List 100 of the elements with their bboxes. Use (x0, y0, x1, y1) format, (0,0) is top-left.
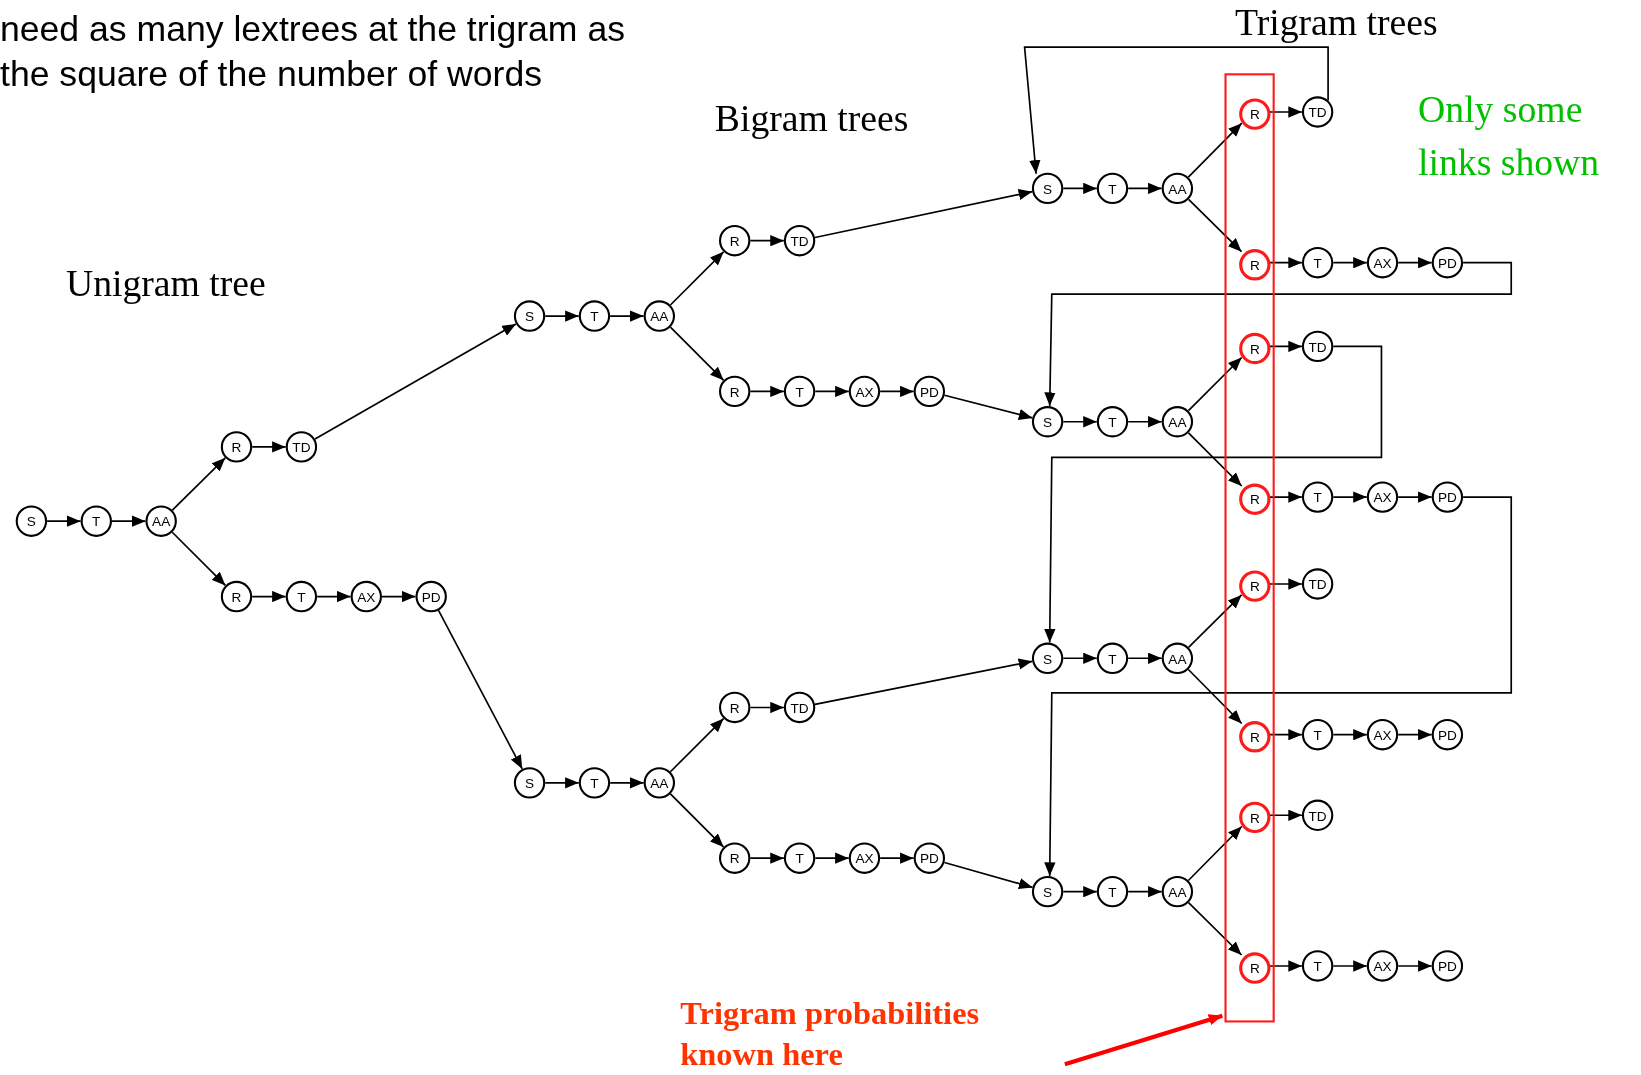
state-circle: S (513, 767, 546, 799)
arrow (609, 310, 645, 322)
arrow (1397, 960, 1433, 972)
highlight-box (1224, 73, 1275, 1023)
state-circle: PD (1431, 481, 1464, 513)
state-circle: PD (415, 580, 447, 613)
arrow (1332, 257, 1368, 269)
note-text: need as many lextrees at the trigram as the square of the number of words (0, 7, 626, 96)
arrow (669, 793, 725, 848)
note-text: Only some links shown (1418, 87, 1601, 186)
state-circle: AX (1366, 950, 1399, 982)
arrow (1187, 198, 1243, 253)
arrow (251, 441, 287, 453)
arrow (1062, 652, 1098, 664)
state-circle: AX (1366, 247, 1399, 279)
arrow (1187, 594, 1243, 649)
arrow (1187, 432, 1243, 487)
arrow (1062, 182, 1098, 195)
state-circle: PD (1431, 950, 1464, 982)
arrow (814, 188, 1034, 239)
arrow (1332, 491, 1368, 503)
arrow (879, 852, 915, 864)
arrow (171, 531, 227, 587)
state-circle: T (578, 300, 611, 332)
state-circle: S (15, 505, 48, 537)
state-circle: S (1031, 875, 1064, 908)
state-circle: T (1301, 950, 1334, 982)
state-circle: T (1301, 247, 1334, 279)
heading-text: Unigram tree (65, 261, 267, 306)
heading-text: Trigram trees (1234, 0, 1439, 44)
arrow (609, 777, 645, 789)
state-circle: R (719, 225, 751, 257)
state-circle: PD (913, 842, 946, 874)
state-circle: AX (848, 842, 881, 874)
arrow (879, 385, 915, 398)
arrow (1062, 416, 1098, 428)
callout-text: Trigram probabilities known here (680, 992, 1042, 1075)
arrow (669, 250, 725, 306)
arrow (1127, 416, 1163, 428)
arrow (1062, 886, 1098, 898)
state-circle: R (1239, 570, 1271, 602)
arrow (1397, 257, 1433, 269)
arrow (1187, 825, 1243, 882)
state-circle: R (719, 691, 751, 724)
arrow (1127, 652, 1163, 664)
state-circle: S (513, 300, 546, 332)
arrow (943, 861, 1034, 890)
arrow (1044, 345, 1383, 644)
state-circle: AA (1161, 172, 1194, 205)
state-circle: T (1096, 642, 1129, 674)
arrow (1187, 122, 1243, 178)
state-circle: AA (643, 300, 676, 332)
state-circle: T (1301, 719, 1334, 751)
state-circle: R (220, 580, 253, 613)
arrow (1023, 46, 1329, 175)
arrow (814, 385, 850, 398)
state-circle: AA (1161, 642, 1194, 674)
arrow (251, 590, 287, 603)
state-circle: PD (1431, 719, 1464, 751)
state-circle: T (80, 505, 112, 537)
arrow (171, 457, 227, 512)
state-circle: R (1239, 98, 1271, 130)
arrow (749, 385, 785, 398)
state-circle: S (1031, 642, 1064, 674)
arrow (1127, 182, 1163, 195)
arrow (1187, 668, 1243, 725)
state-circle: R (220, 431, 253, 463)
state-circle: TD (1301, 330, 1334, 363)
state-circle: R (1239, 332, 1271, 365)
state-circle: TD (285, 431, 318, 463)
state-circle: R (1239, 801, 1271, 834)
state-circle: T (783, 375, 816, 408)
arrow (314, 323, 517, 440)
arrow (1397, 491, 1433, 503)
arrow (544, 777, 580, 789)
arrow (749, 852, 785, 864)
state-circle: T (1096, 172, 1129, 205)
state-circle: PD (913, 375, 946, 408)
arrow (1187, 356, 1243, 412)
arrow (316, 590, 352, 603)
state-circle: AX (848, 375, 881, 408)
state-circle: T (578, 767, 611, 799)
arrow (1044, 261, 1513, 407)
arrow (749, 235, 785, 247)
state-circle: T (1096, 406, 1129, 438)
arrow (1332, 729, 1368, 741)
arrow (381, 590, 417, 603)
state-circle: TD (783, 691, 816, 724)
arrow (544, 310, 580, 322)
state-circle: R (1239, 483, 1271, 515)
arrow (749, 701, 785, 714)
state-circle: T (783, 842, 816, 874)
state-circle: T (1301, 481, 1334, 513)
arrow (943, 394, 1034, 420)
state-circle: AX (350, 580, 382, 613)
state-circle: TD (1301, 96, 1334, 128)
arrow (1397, 729, 1433, 741)
state-circle: S (1031, 406, 1064, 438)
arrow (1332, 960, 1368, 972)
arrow (111, 515, 147, 527)
